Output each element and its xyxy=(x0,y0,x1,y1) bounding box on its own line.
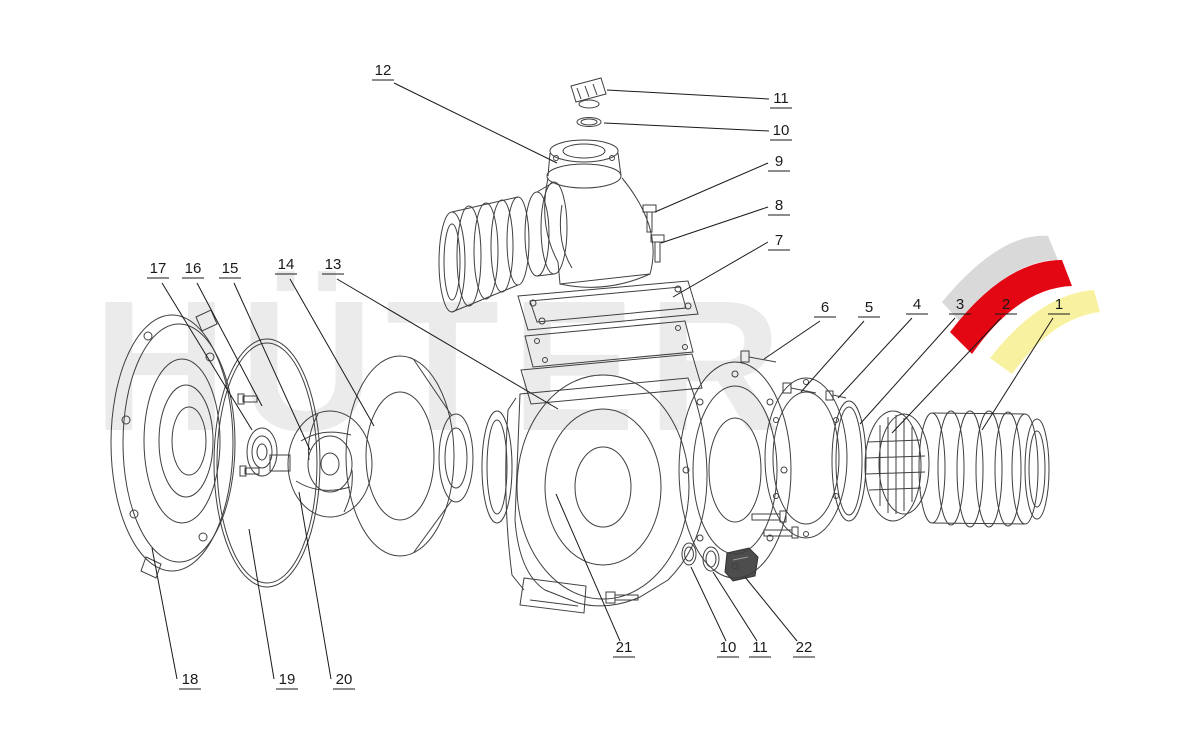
part-label-22: 22 xyxy=(744,576,815,658)
drain-plug-parts xyxy=(681,542,759,582)
part-label-6: 6 xyxy=(763,299,836,360)
leader-line-2 xyxy=(891,317,1002,434)
leader-line-1 xyxy=(981,317,1054,431)
part-number-14: 14 xyxy=(278,256,295,273)
part-number-12: 12 xyxy=(375,62,392,79)
part-label-4: 4 xyxy=(837,296,928,399)
leader-line-15 xyxy=(233,282,311,451)
part-number-3: 3 xyxy=(956,296,964,313)
leader-line-17 xyxy=(161,282,253,431)
part-label-9: 9 xyxy=(654,153,790,213)
leader-line-11-top xyxy=(606,89,770,100)
part-number-15: 15 xyxy=(222,260,239,277)
part-number-10-bottom: 10 xyxy=(720,639,737,656)
impeller-part xyxy=(269,410,373,518)
watermark-text: HÜTER xyxy=(93,263,794,470)
part-number-1: 1 xyxy=(1055,296,1063,313)
part-number-16: 16 xyxy=(185,260,202,277)
part-label-11-top: 11 xyxy=(606,89,792,109)
strainer-part xyxy=(864,410,930,522)
leader-line-21 xyxy=(555,493,621,642)
part-number-13: 13 xyxy=(325,256,342,273)
leader-line-6 xyxy=(763,320,821,360)
part-label-15: 15 xyxy=(219,260,311,451)
part-label-10-bottom: 10 xyxy=(690,566,739,658)
mechanical-seal-part xyxy=(237,393,278,477)
part-label-12: 12 xyxy=(372,62,558,164)
leader-line-10-top xyxy=(603,122,770,132)
part-label-11-bottom: 11 xyxy=(712,571,771,658)
part-number-9: 9 xyxy=(775,153,783,170)
discharge-elbow-assembly xyxy=(438,77,699,331)
part-number-4: 4 xyxy=(913,296,921,313)
leader-line-20 xyxy=(298,491,332,680)
logo-red-swoosh xyxy=(950,260,1072,354)
large-o-ring-part xyxy=(213,338,321,588)
leader-line-7 xyxy=(672,241,769,298)
leader-line-11-bottom xyxy=(712,571,758,642)
part-label-14: 14 xyxy=(275,256,375,427)
leader-line-8 xyxy=(660,206,769,244)
part-label-5: 5 xyxy=(800,299,880,393)
part-label-21: 21 xyxy=(555,493,635,658)
leader-line-3 xyxy=(859,317,956,425)
part-number-8: 8 xyxy=(775,197,783,214)
gasket-ring-part xyxy=(764,377,848,539)
part-label-20: 20 xyxy=(298,491,355,690)
part-label-7: 7 xyxy=(672,232,790,298)
part-label-3: 3 xyxy=(859,296,971,425)
part-number-10-top: 10 xyxy=(773,122,790,139)
part-number-21: 21 xyxy=(616,639,633,656)
part-label-1: 1 xyxy=(981,296,1070,431)
part-number-19: 19 xyxy=(279,671,296,688)
leader-line-14 xyxy=(289,278,375,427)
part-number-11-bottom: 11 xyxy=(752,639,768,656)
part-number-2: 2 xyxy=(1002,296,1010,313)
leader-line-13 xyxy=(336,278,559,410)
leader-line-22 xyxy=(744,576,798,642)
brand-logo xyxy=(942,235,1100,374)
part-label-10-top: 10 xyxy=(603,122,792,141)
leader-line-18 xyxy=(151,547,178,680)
rear-cover-part xyxy=(110,309,236,579)
part-number-6: 6 xyxy=(821,299,829,316)
volute-part xyxy=(345,355,474,557)
leader-line-16 xyxy=(196,282,263,407)
leader-line-5 xyxy=(800,320,865,393)
part-number-7: 7 xyxy=(775,232,783,249)
part-number-5: 5 xyxy=(865,299,873,316)
logo-yellow-swoosh xyxy=(990,290,1100,374)
leader-line-9 xyxy=(654,162,769,213)
leader-line-10-bottom xyxy=(690,566,727,642)
small-o-ring-part xyxy=(831,400,867,522)
part-label-2: 2 xyxy=(891,296,1017,434)
part-label-18: 18 xyxy=(151,547,201,690)
part-label-13: 13 xyxy=(322,256,559,410)
flange-gasket-part xyxy=(524,320,694,368)
part-number-18: 18 xyxy=(182,671,199,688)
wear-ring-part xyxy=(481,410,513,524)
part-number-17: 17 xyxy=(150,260,167,277)
front-flange-part xyxy=(678,361,792,579)
part-label-16: 16 xyxy=(182,260,263,407)
part-number-11-top: 11 xyxy=(773,90,789,107)
part-number-20: 20 xyxy=(336,671,353,688)
leader-line-19 xyxy=(248,528,275,680)
part-label-17: 17 xyxy=(147,260,253,431)
pump-exploded-drawing xyxy=(110,77,1050,614)
hose-coupling-part xyxy=(918,410,1050,528)
leader-line-12 xyxy=(393,82,558,164)
part-label-8: 8 xyxy=(660,197,790,244)
part-label-19: 19 xyxy=(248,528,298,690)
logo-gray-swoosh xyxy=(942,235,1058,324)
leader-line-4 xyxy=(837,317,913,399)
part-number-22: 22 xyxy=(796,639,813,656)
